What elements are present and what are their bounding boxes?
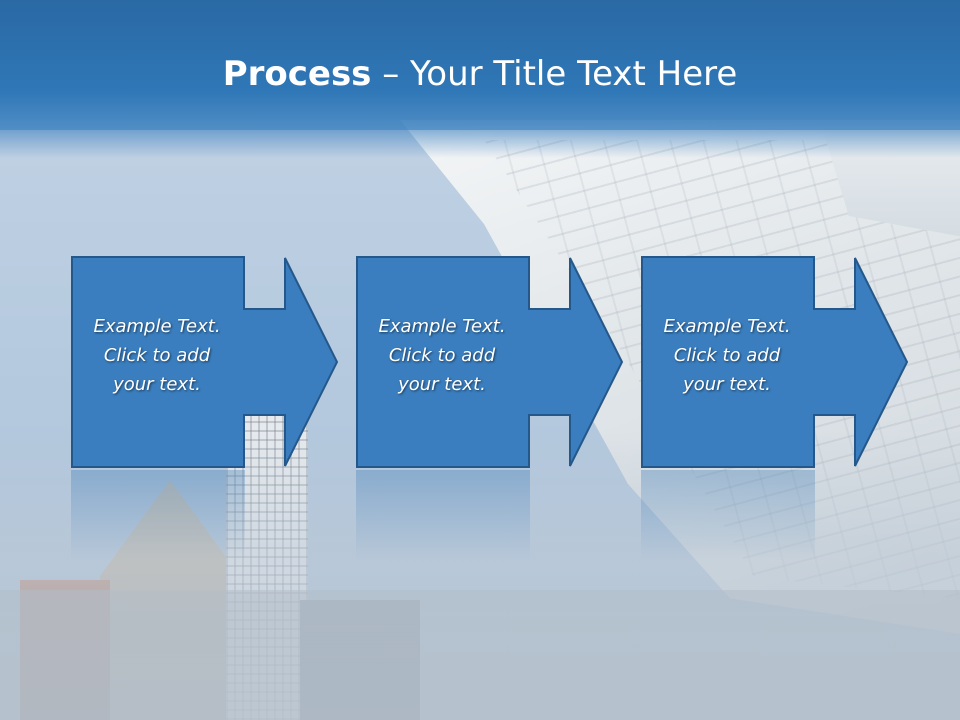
step-reflection [356,470,530,560]
step-text-line: Click to add [103,345,211,366]
step-text[interactable]: Example Text. Click to add your text. [356,312,528,399]
step-arrow-shape [356,256,624,468]
step-text-line: Click to add [388,345,496,366]
step-text-line: Example Text. [663,316,791,337]
step-reflection [71,470,245,560]
title-bold: Process [222,54,372,94]
title-rest: – Your Title Text Here [371,54,738,94]
process-step-3[interactable]: Example Text. Click to add your text. [641,256,916,468]
step-text[interactable]: Example Text. Click to add your text. [641,312,813,399]
process-step-1[interactable]: Example Text. Click to add your text. [71,256,346,468]
page-title[interactable]: Process – Your Title Text Here [0,54,960,94]
title-bar: Process – Your Title Text Here [0,0,960,158]
step-text-line: your text. [113,374,201,395]
step-text[interactable]: Example Text. Click to add your text. [71,312,243,399]
bottom-band [0,590,960,720]
step-arrow-shape [641,256,909,468]
step-text-line: your text. [683,374,771,395]
step-reflection [641,470,815,560]
step-text-line: Example Text. [93,316,221,337]
step-text-line: Example Text. [378,316,506,337]
step-text-line: Click to add [673,345,781,366]
process-step-2[interactable]: Example Text. Click to add your text. [356,256,631,468]
step-text-line: your text. [398,374,486,395]
step-arrow-shape [71,256,339,468]
